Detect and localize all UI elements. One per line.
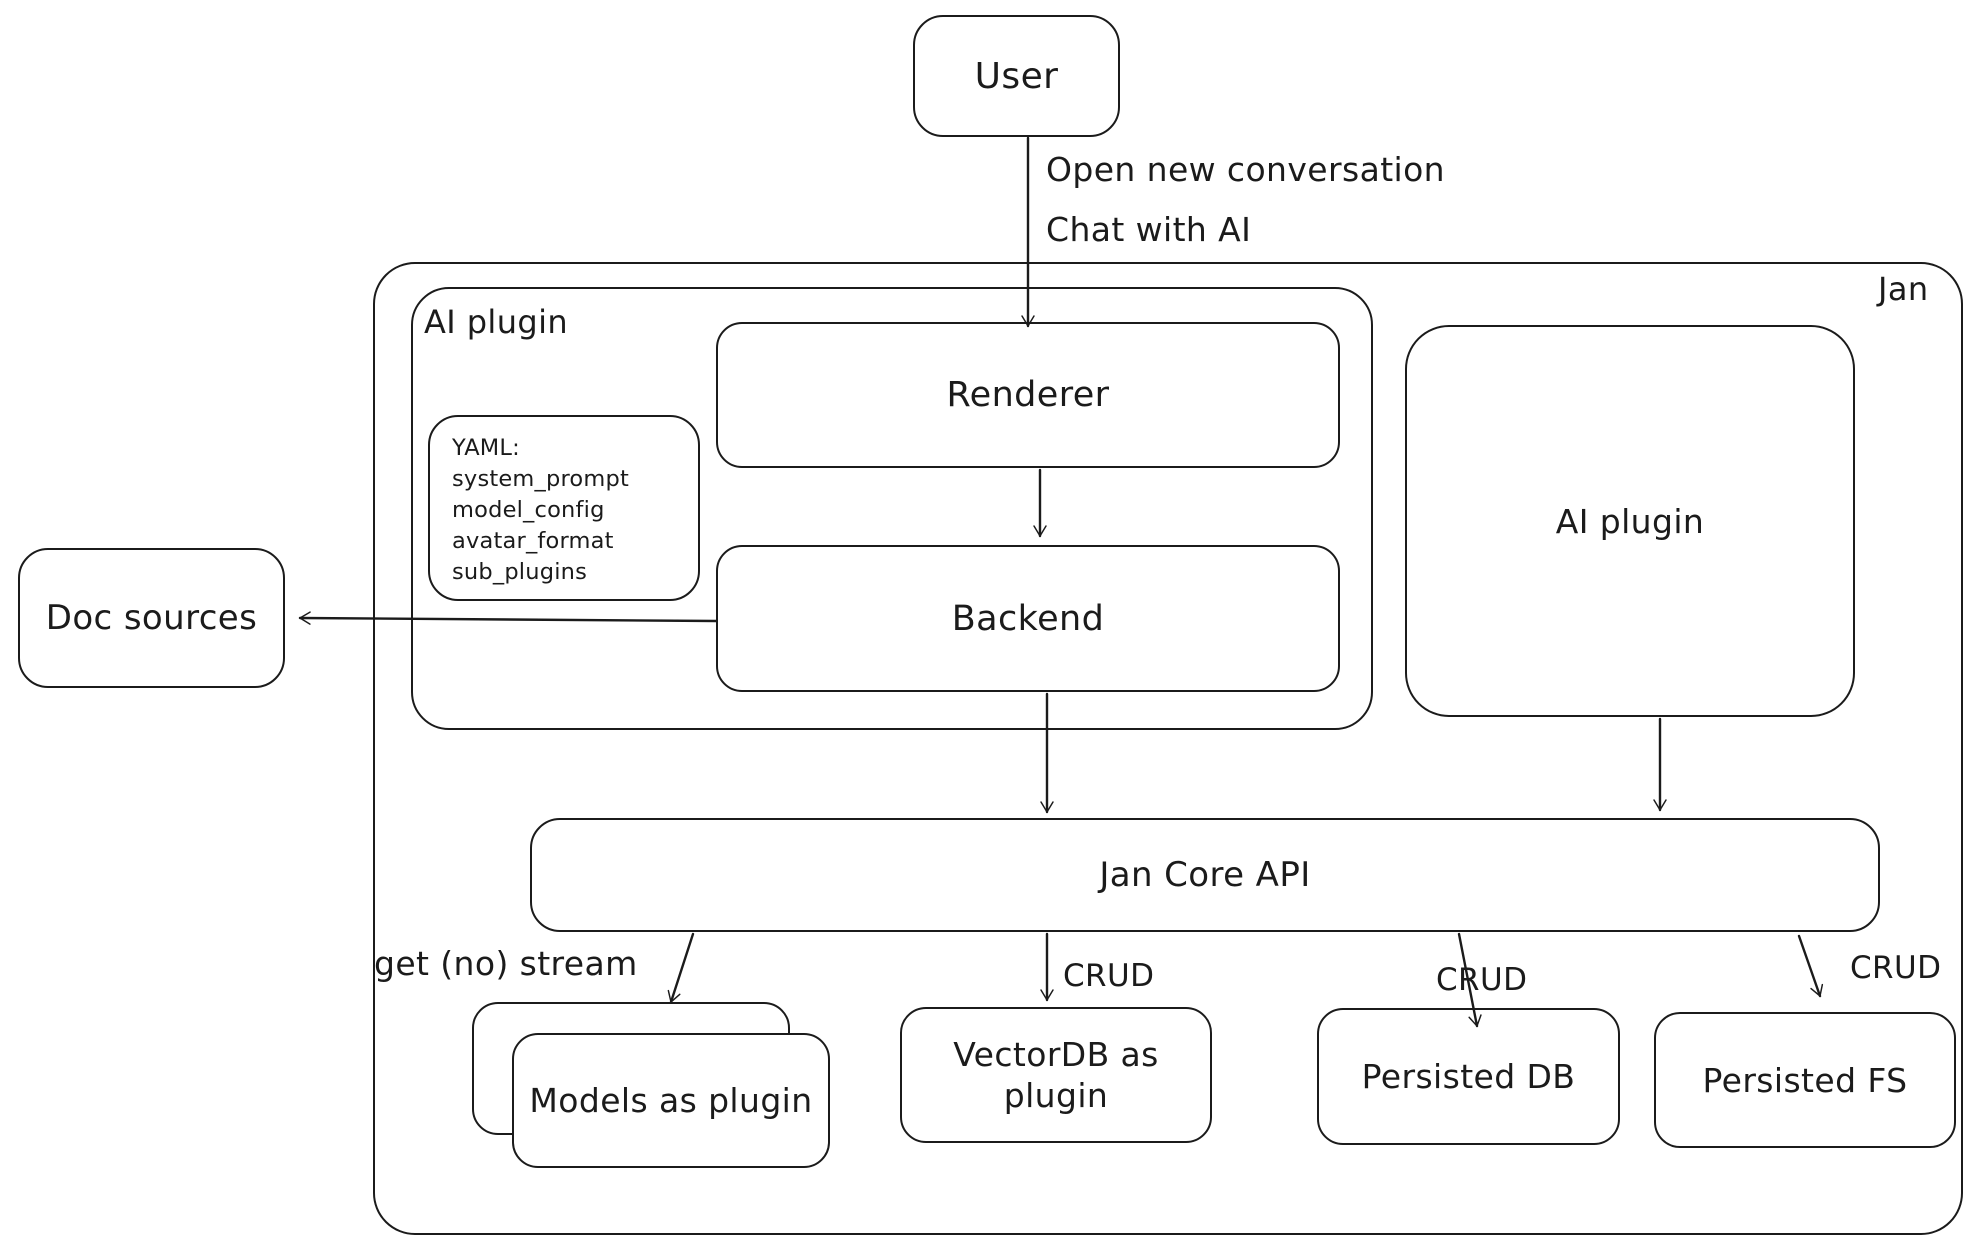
yaml-note-line: model_config: [452, 497, 605, 523]
backend-node: Backend: [716, 545, 1340, 692]
persisted-db-node: Persisted DB: [1317, 1008, 1620, 1145]
user-edge-label-line1: Open new conversation: [1046, 150, 1446, 189]
persisted-fs-node: Persisted FS: [1654, 1012, 1956, 1148]
persisted-db-node-label: Persisted DB: [1361, 1057, 1576, 1096]
doc-sources-node-label: Doc sources: [45, 598, 258, 638]
yaml-note-line: avatar_format: [452, 528, 614, 554]
user-edge-label-line2: Chat with AI: [1046, 210, 1252, 249]
yaml-note-line: system_prompt: [452, 466, 630, 492]
user-edge-label: Open new conversation Chat with AI: [1046, 140, 1445, 260]
jan-core-api-node-label: Jan Core API: [1099, 855, 1311, 895]
jan-core-api-node: Jan Core API: [530, 818, 1880, 932]
backend-node-label: Backend: [951, 598, 1105, 639]
vectordb-node: VectorDB as plugin: [900, 1007, 1212, 1143]
ai-plugin-node-label: AI plugin: [1555, 501, 1705, 541]
vectordb-node-label: VectorDB as plugin: [953, 1034, 1159, 1115]
jan-container-label: Jan: [1878, 270, 1929, 308]
ai-plugin-node: AI plugin: [1405, 325, 1855, 717]
ai-plugin-group-label: AI plugin: [424, 303, 569, 341]
crud-db-edge-label: CRUD: [1436, 962, 1528, 998]
crud-fs-edge-label: CRUD: [1850, 950, 1942, 986]
yaml-note-line: YAML:: [452, 435, 520, 461]
renderer-node-label: Renderer: [946, 375, 1110, 415]
user-node: User: [913, 15, 1120, 137]
models-node: Models as plugin: [512, 1033, 830, 1168]
crud-vectordb-edge-label: CRUD: [1063, 958, 1155, 994]
doc-sources-node: Doc sources: [18, 548, 285, 688]
yaml-note-line: sub_plugins: [452, 559, 588, 585]
persisted-fs-node-label: Persisted FS: [1702, 1060, 1908, 1100]
get-no-stream-edge-label: get (no) stream: [374, 944, 638, 983]
yaml-note: YAML: system_prompt model_config avatar_…: [428, 415, 700, 601]
models-node-label: Models as plugin: [529, 1080, 813, 1120]
user-node-label: User: [974, 55, 1059, 97]
renderer-node: Renderer: [716, 322, 1340, 468]
